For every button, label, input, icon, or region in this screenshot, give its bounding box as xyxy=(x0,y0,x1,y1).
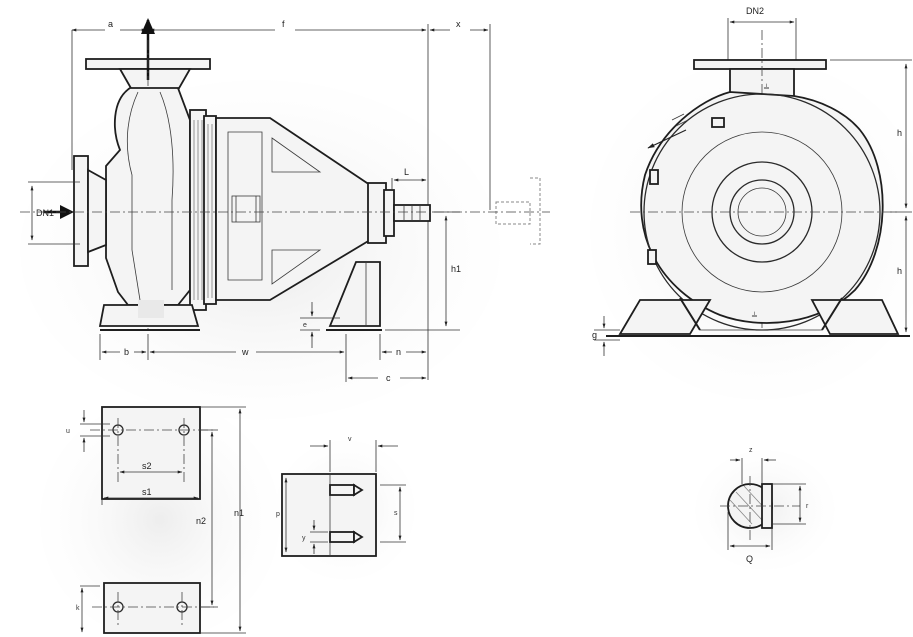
dim-w-label: w xyxy=(241,347,249,357)
dim-h-bottom-label: h xyxy=(897,266,902,276)
dim-h1-label: h1 xyxy=(451,264,461,274)
dn1-label: DN1 xyxy=(36,208,54,218)
dim-s1-label: s1 xyxy=(142,487,152,497)
dim-s-label: s xyxy=(394,510,398,517)
pump-side-view: a f x DN1 L h1 e b w n c xyxy=(20,18,550,383)
dim-n-label: n xyxy=(396,347,401,357)
dim-u-label: u xyxy=(66,428,70,435)
dim-z-label: z xyxy=(749,447,753,454)
shaft-section-view: z r Q xyxy=(720,447,809,564)
vent-mark: ╧ xyxy=(763,83,769,92)
dim-s2-label: s2 xyxy=(142,461,152,471)
dim-a-label: a xyxy=(108,19,113,29)
dim-g-label: g xyxy=(592,330,597,340)
dim-q-label: Q xyxy=(746,554,753,564)
foot-plan-view: u s2 s1 n2 n1 k xyxy=(66,406,246,634)
dim-r-label: r xyxy=(806,503,809,510)
dim-h-top-label: h xyxy=(897,128,902,138)
dim-y-label: y xyxy=(302,535,306,542)
dim-x-label: x xyxy=(456,19,461,29)
drain-mark: ╧ xyxy=(751,311,757,320)
dim-c-label: c xyxy=(386,373,391,383)
dim-f-label: f xyxy=(282,19,285,29)
dim-b-label: b xyxy=(124,347,129,357)
pump-front-view: ╧ ╧ DN2 g h h xyxy=(592,6,912,356)
dim-v-label: v xyxy=(348,436,352,443)
dim-e-label: e xyxy=(303,322,307,329)
key-detail-view: v p s y xyxy=(276,436,406,557)
dim-n2-label: n2 xyxy=(196,516,206,526)
dim-k-label: k xyxy=(76,605,80,612)
dim-l-label: L xyxy=(404,167,409,177)
dim-n1-label: n1 xyxy=(234,508,244,518)
dim-p-label: p xyxy=(276,511,280,518)
dn2-label: DN2 xyxy=(746,6,764,16)
